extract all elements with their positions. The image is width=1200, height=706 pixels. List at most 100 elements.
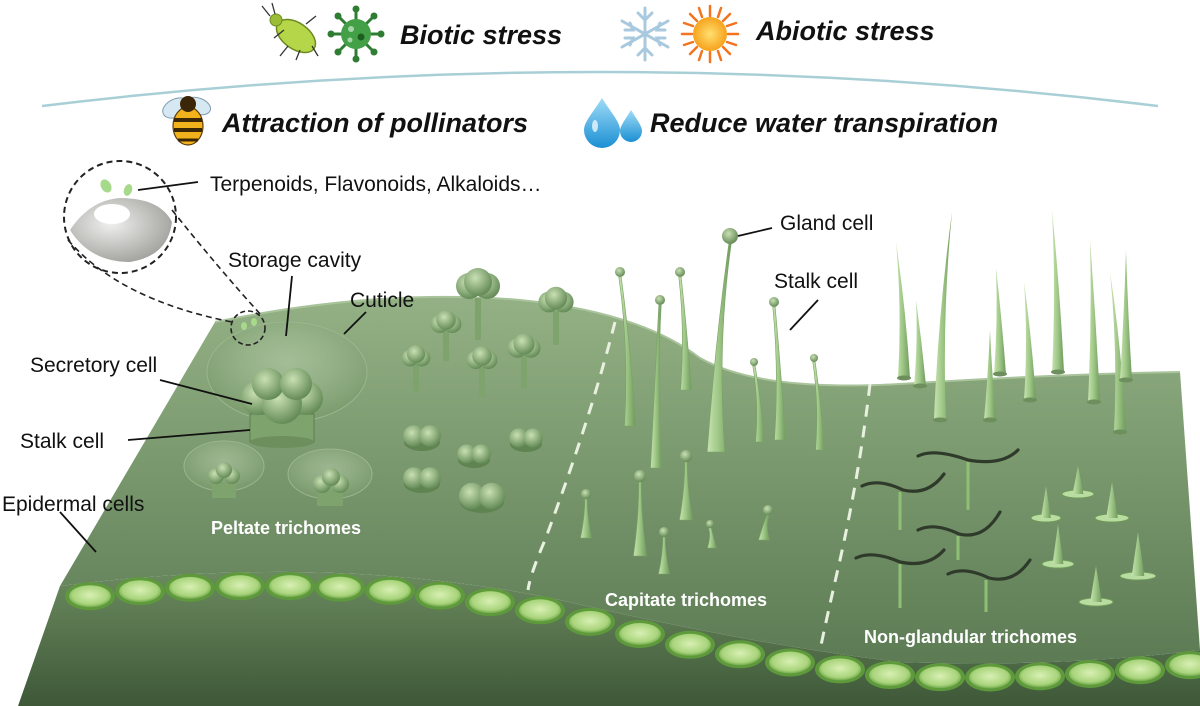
non-glandular-spike (993, 268, 1007, 377)
compounds-label: Terpenoids, Flavonoids, Alkaloids… (210, 173, 542, 196)
epidermal-cell (1165, 651, 1200, 680)
epidermal-cell (1115, 656, 1165, 685)
non-glandular-spike (896, 242, 911, 381)
peltate-trichome-large (206, 321, 368, 448)
peltate-trichome-small (287, 448, 373, 506)
peltate-flat-trichome (403, 425, 441, 451)
epidermal-cell (865, 661, 915, 690)
branched-trichome (916, 448, 1020, 510)
cone-trichome (1094, 482, 1130, 523)
non-glandular-cone-group (1030, 466, 1157, 607)
epidermal-cell-row (65, 572, 1200, 692)
header-arc (41, 70, 1159, 108)
epidermal-cell (1065, 659, 1115, 688)
epidermal-cell (1015, 662, 1065, 691)
stalk-cell-label-left: Stalk cell (20, 430, 104, 453)
peltate-region-label: Peltate trichomes (211, 518, 361, 538)
capitate-trichome (706, 228, 738, 453)
secretory-cell-label: Secretory cell (30, 354, 157, 377)
region-divider (818, 383, 872, 651)
peltate-stalked-trichome (456, 268, 500, 340)
epidermal-cell (965, 663, 1015, 692)
non-glandular-spike (983, 330, 997, 423)
epidermal-cell (315, 573, 365, 602)
gland-cell-label: Gland cell (780, 212, 873, 235)
abiotic-stress-text: Abiotic stress (755, 16, 935, 46)
capitate-trichome (615, 267, 636, 427)
capitate-trichome-group (580, 228, 825, 575)
epidermal-cell (565, 607, 615, 636)
epidermal-cell (115, 577, 165, 606)
epidermal-cell (65, 582, 115, 611)
epidermal-cell (215, 572, 265, 601)
cone-trichome (1078, 566, 1114, 607)
epidermal-cell (815, 655, 865, 684)
capitate-trichome (580, 489, 592, 539)
non-glandular-branched-group (854, 448, 1032, 612)
bee-icon (162, 96, 212, 146)
epidermal-cells-label: Epidermal cells (2, 493, 144, 516)
non-glandular-spike-group (896, 210, 1133, 435)
peltate-stalked-trichome (430, 310, 462, 362)
cuticle-label: Cuticle (350, 289, 414, 312)
non-glandular-spike (1051, 210, 1065, 375)
branched-trichome (854, 548, 946, 608)
peltate-flat-trichome (457, 444, 491, 468)
peltate-flat-group (403, 425, 543, 513)
epidermal-cell (465, 588, 515, 617)
capitate-trichome (633, 470, 647, 557)
epidermal-cell (615, 619, 665, 648)
transpiration-text: Reduce water transpiration (650, 108, 998, 138)
capitate-trichome (758, 505, 773, 541)
storage-cavity-label: Storage cavity (228, 249, 362, 272)
branched-trichome (916, 510, 1002, 560)
epidermal-cell (365, 576, 415, 605)
epidermal-cell (265, 572, 315, 601)
cone-trichome (1030, 486, 1062, 523)
non-glandular-spike (933, 212, 952, 423)
peltate-flat-trichome (509, 428, 543, 452)
bug-icon (261, 2, 319, 61)
pollinators-text: Attraction of pollinators (221, 108, 528, 138)
capitate-trichome (810, 354, 825, 451)
leader-lines (59, 181, 819, 553)
epidermal-cell (765, 648, 815, 677)
stalk-cell-label-right: Stalk cell (774, 270, 858, 293)
epidermal-cell (915, 663, 965, 692)
peltate-flat-trichome (458, 482, 506, 513)
water-drop-icon (584, 98, 642, 148)
capitate-trichome (769, 297, 786, 441)
peltate-stalked-group (401, 268, 574, 398)
epidermal-cell (515, 596, 565, 625)
epidermal-cell (415, 581, 465, 610)
capitate-trichome (706, 520, 717, 549)
non-glandular-spike (1119, 250, 1133, 383)
capitate-trichome (650, 295, 665, 469)
sun-icon (680, 4, 740, 64)
snowflake-icon (620, 6, 670, 62)
branched-trichome (860, 472, 946, 530)
non-glandular-spike (1110, 272, 1127, 435)
cone-trichome (1061, 466, 1095, 499)
non-glandular-spike (1023, 282, 1037, 403)
capitate-trichome (675, 267, 692, 391)
capitate-region-label: Capitate trichomes (605, 590, 767, 610)
biotic-stress-text: Biotic stress (400, 20, 562, 50)
virus-icon (327, 5, 385, 63)
cone-trichome (1041, 524, 1075, 569)
peltate-stalked-trichome (538, 286, 574, 345)
non-glandular-spike (913, 300, 927, 389)
cone-trichome (1119, 532, 1157, 581)
peltate-stalked-trichome (466, 346, 498, 398)
peltate-trichome-small (183, 440, 265, 498)
peltate-stalked-trichome (401, 344, 431, 393)
region-divider (526, 321, 617, 591)
epidermal-cell (665, 630, 715, 659)
non-glandular-spike (1087, 240, 1101, 405)
branched-trichome (946, 558, 1032, 612)
capitate-trichome (679, 450, 693, 521)
peltate-flat-trichome (403, 467, 441, 493)
peltate-stalked-trichome (507, 333, 541, 388)
capitate-trichome (750, 358, 765, 443)
